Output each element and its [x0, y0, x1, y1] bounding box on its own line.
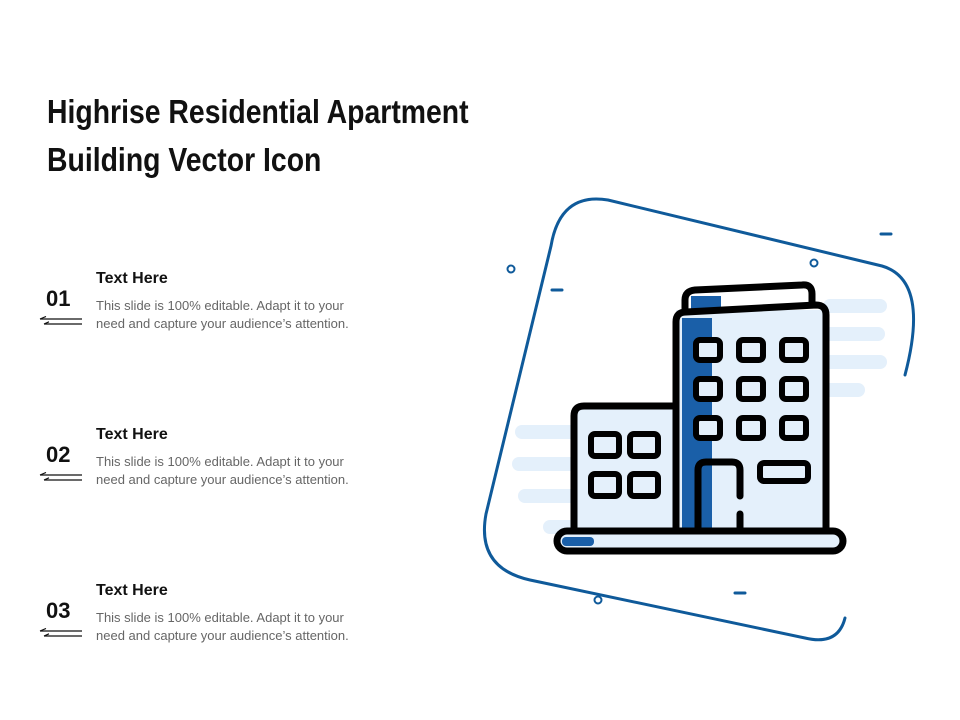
item-number: 02 — [46, 442, 71, 467]
small-building-windows — [588, 431, 661, 499]
left-arrow-icon — [39, 628, 82, 637]
slide-title-line-2: Building Vector Icon — [47, 141, 322, 178]
ground-base-accent — [562, 537, 594, 546]
item-description-line: need and capture your audience’s attenti… — [96, 628, 349, 643]
tower-back — [681, 281, 816, 314]
list-item-02: 02 Text Here This slide is 100% editable… — [36, 426, 436, 506]
item-heading: Text Here — [96, 582, 168, 599]
left-arrow-icon — [39, 472, 82, 481]
item-heading: Text Here — [96, 426, 168, 443]
item-description-line: This slide is 100% editable. Adapt it to… — [96, 610, 344, 625]
left-arrow-icon — [39, 316, 82, 325]
decor-dot — [809, 258, 819, 268]
item-description-line: need and capture your audience’s attenti… — [96, 316, 349, 331]
item-description-line: need and capture your audience’s attenti… — [96, 472, 349, 487]
item-description-line: This slide is 100% editable. Adapt it to… — [96, 454, 344, 469]
item-number: 01 — [46, 286, 71, 311]
list-item-01: 01 Text Here This slide is 100% editable… — [36, 270, 436, 350]
frame-outline — [483, 197, 916, 642]
small-building — [574, 406, 676, 534]
item-number: 03 — [46, 598, 71, 623]
item-description-line: This slide is 100% editable. Adapt it to… — [96, 298, 344, 313]
decor-dot — [593, 595, 603, 605]
door-outline — [694, 458, 744, 538]
item-description: This slide is 100% editable. Adapt it to… — [96, 453, 396, 489]
slide-title-line-1: Highrise Residential Apartment — [47, 93, 469, 130]
item-description: This slide is 100% editable. Adapt it to… — [96, 609, 396, 645]
motion-lines — [512, 299, 887, 534]
slide-title: Highrise Residential Apartment Building … — [47, 88, 494, 184]
apartment-building-icon — [483, 197, 916, 642]
main-tower-windows — [693, 337, 811, 484]
small-building-outline — [570, 402, 680, 538]
item-description: This slide is 100% editable. Adapt it to… — [96, 297, 396, 333]
list-item-03: 03 Text Here This slide is 100% editable… — [36, 582, 436, 662]
item-heading: Text Here — [96, 270, 168, 287]
ground-base — [553, 527, 847, 555]
decor-dot — [506, 264, 516, 274]
tower-back-accent — [691, 296, 721, 310]
main-tower-outline — [672, 301, 830, 538]
